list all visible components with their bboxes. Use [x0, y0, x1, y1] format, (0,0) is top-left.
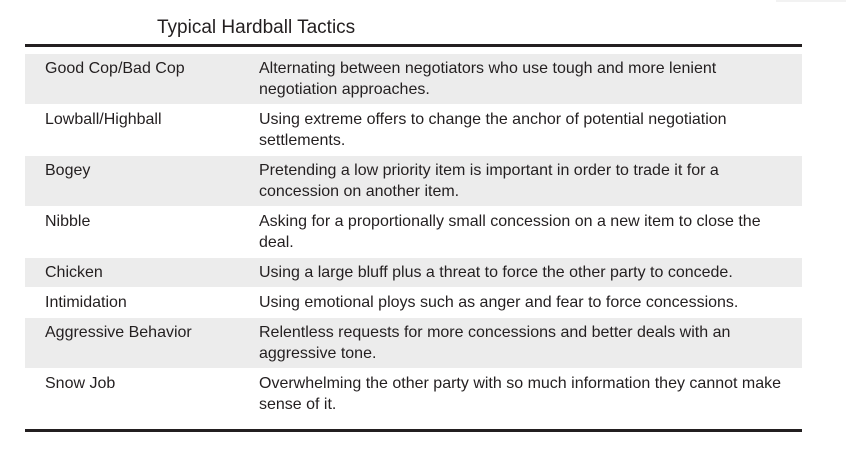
tactic-term: Bogey: [45, 162, 91, 179]
table-row: Aggressive Behavior Relentless requests …: [25, 318, 802, 368]
table-row: Intimidation Using emotional ploys such …: [25, 288, 802, 317]
table-title: Typical Hardball Tactics: [157, 17, 356, 38]
table-row: Nibble Asking for a proportionally small…: [25, 207, 802, 257]
page-corner-mark: [776, 0, 846, 2]
tactic-definition: Alternating between negotiators who use …: [259, 60, 717, 98]
table-row: Snow Job Overwhelming the other party wi…: [25, 369, 802, 419]
table-row: Good Cop/Bad Cop Alternating between neg…: [25, 54, 802, 104]
tactic-definition: Asking for a proportionally small conces…: [259, 213, 761, 251]
tactic-term: Chicken: [45, 264, 103, 281]
tactic-term: Snow Job: [45, 375, 116, 392]
tactic-term: Intimidation: [45, 294, 127, 311]
table-row: Bogey Pretending a low priority item is …: [25, 156, 802, 206]
tactic-term: Nibble: [45, 213, 91, 230]
tactic-definition: Relentless requests for more concessions…: [259, 324, 731, 362]
table-row: Chicken Using a large bluff plus a threa…: [25, 258, 802, 287]
tactics-table: Good Cop/Bad Cop Alternating between neg…: [25, 44, 802, 432]
tactic-definition: Using extreme offers to change the ancho…: [259, 111, 727, 149]
table-row: Lowball/Highball Using extreme offers to…: [25, 105, 802, 155]
tactic-term: Aggressive Behavior: [45, 324, 192, 341]
tactic-term: Good Cop/Bad Cop: [45, 60, 185, 77]
tactic-definition: Overwhelming the other party with so muc…: [259, 375, 782, 413]
tactic-term: Lowball/Highball: [45, 111, 162, 128]
tactic-definition: Pretending a low priority item is import…: [259, 162, 719, 200]
tactic-definition: Using emotional ploys such as anger and …: [259, 294, 739, 311]
tactic-definition: Using a large bluff plus a threat to for…: [259, 264, 733, 281]
